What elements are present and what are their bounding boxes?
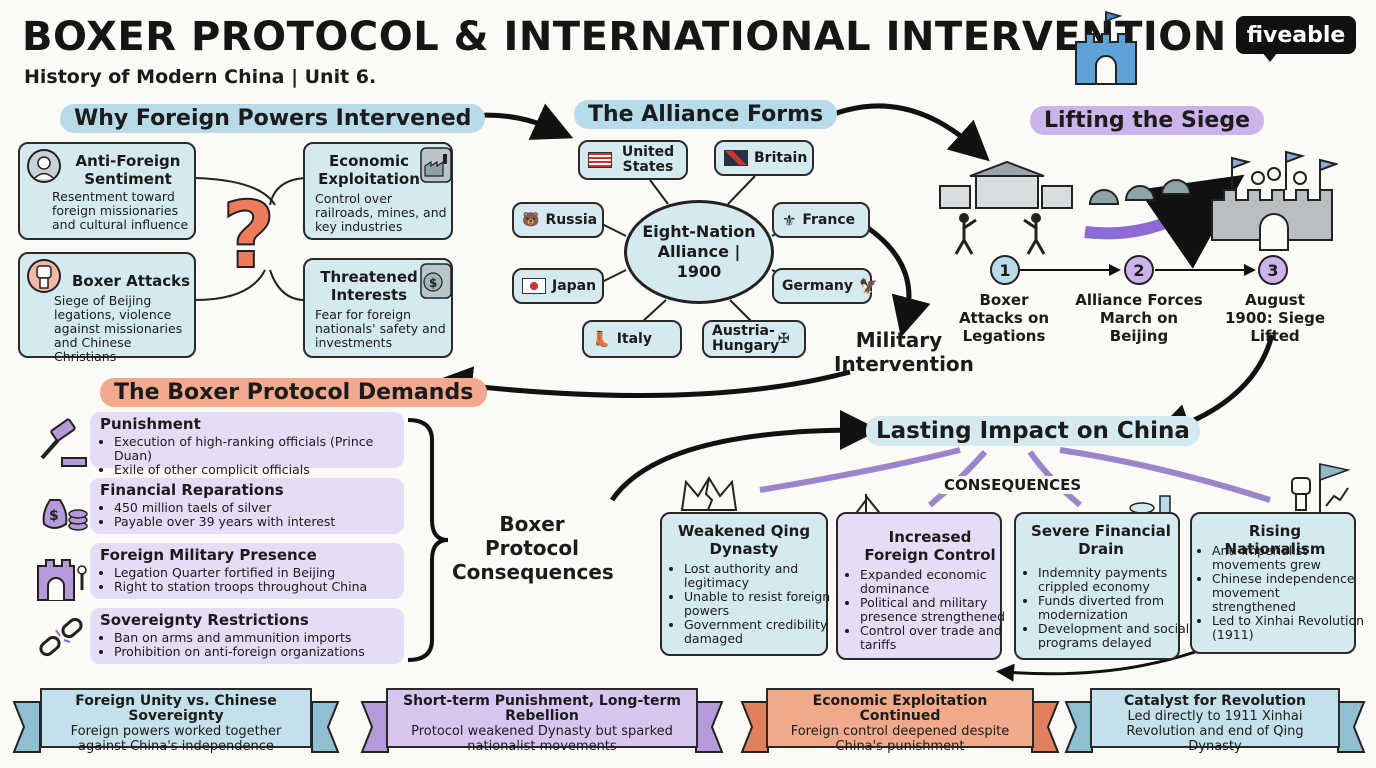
svg-text:$: $ (49, 508, 59, 524)
us-flag-icon (588, 152, 612, 168)
protocol-consequences-label: Boxer Protocol Consequences (452, 512, 614, 584)
logo-tail (1262, 52, 1278, 62)
arrow-consequences-to-impact (609, 410, 880, 502)
eight-nation-alliance-circle: Eight-Nation Alliance | 1900 (624, 200, 774, 304)
fiveable-logo: fiveable (1236, 16, 1356, 54)
banner-foreign-unity: Foreign Unity vs. Chinese Sovereignty Fo… (40, 688, 312, 754)
nation-austria-hungary: Austria-Hungary ✠ (702, 320, 806, 358)
svg-text:$: $ (429, 276, 437, 290)
why-card-threatened: $ Threatened Interests Fear for foreign … (303, 258, 453, 358)
nation-italy: 👢 Italy (582, 320, 682, 358)
castle-icon (1075, 11, 1137, 85)
nation-japan: Japan (512, 268, 604, 304)
military-intervention-label: Military Intervention (834, 328, 974, 376)
why-card-economic: Economic Exploitation Control over railr… (303, 142, 453, 240)
impact-card-nationalism: Rising Nationalism Anti-imperialist move… (1190, 512, 1364, 654)
arrow-alliance-to-siege (813, 103, 990, 162)
fleur-de-lis-icon: ⚜ (782, 210, 797, 230)
banner-short-term-punishment: Short-term Punishment, Long-term Rebelli… (386, 688, 698, 754)
consequences-label: CONSEQUENCES (940, 476, 1086, 494)
alliance-heading: The Alliance Forms (574, 100, 838, 129)
nation-russia: 🐻 Russia (512, 202, 604, 238)
step-2-circle: 2 (1124, 255, 1154, 285)
step-1-circle: 1 (990, 255, 1020, 285)
italy-map-icon: 👢 (592, 329, 611, 348)
japan-flag-icon (522, 278, 546, 294)
why-card-anti-foreign: Anti-Foreign Sentiment Resentment toward… (18, 142, 196, 240)
siege-heading: Lifting the Siege (1030, 106, 1264, 135)
why-heading: Why Foreign Powers Intervened (60, 104, 486, 133)
impact-card-weakened-qing: Weakened Qing Dynasty Lost authority and… (660, 512, 830, 656)
question-mark-glyph: ? (221, 182, 276, 289)
raised-fist-icon (27, 259, 61, 293)
impact-heading: Lasting Impact on China (866, 416, 1200, 446)
nation-france: ⚜ France (772, 202, 870, 238)
nation-britain: Britain (714, 140, 814, 176)
uk-flag-icon (724, 150, 748, 166)
demands-heading: The Boxer Protocol Demands (100, 378, 488, 407)
impact-card-foreign-control: Increased Foreign Control Expanded econo… (836, 512, 1005, 660)
step-2-text: Alliance Forces March on Beijing (1075, 291, 1203, 345)
banner-catalyst-revolution: Catalyst for Revolution Led directly to … (1090, 688, 1340, 754)
page-subtitle: History of Modern China | Unit 6. (24, 66, 377, 88)
demand-financial-reparations: Financial Reparations 450 million taels … (90, 478, 404, 534)
fist-flag-icon (1291, 463, 1351, 512)
impact-card-financial-drain: Severe Financial Drain Indemnity payment… (1014, 512, 1189, 660)
broken-chain-icon (39, 617, 83, 657)
arrow-alliance-to-military (866, 225, 931, 338)
banner-ribbon-ends (12, 701, 1366, 753)
guarded-gate-icon (37, 559, 87, 601)
soldier-helmets-icon (1088, 179, 1192, 205)
demand-sovereignty: Sovereignty Restrictions Ban on arms and… (90, 608, 404, 664)
nation-germany: Germany 🦅 (772, 268, 878, 304)
why-card-boxer-attacks: Boxer Attacks Siege of Beijing legations… (18, 252, 196, 364)
demand-punishment: Punishment Execution of high-ranking off… (90, 412, 404, 477)
gavel-icon (40, 418, 87, 467)
nation-united-states: United States (578, 140, 688, 180)
demand-foreign-military: Foreign Military Presence Legation Quart… (90, 543, 404, 599)
factory-icon (420, 147, 452, 183)
legation-buildings-icon (939, 160, 1073, 255)
step-3-text: August 1900: Siege Lifted (1225, 291, 1325, 345)
double-eagle-icon: ✠ (778, 330, 790, 347)
step-1-text: Boxer Attacks on Legations (958, 291, 1050, 345)
banner-economic-exploitation: Economic Exploitation Continued Foreign … (766, 688, 1034, 754)
money-shield-icon: $ (420, 263, 452, 299)
page-title: BOXER PROTOCOL & INTERNATIONAL INTERVENT… (22, 14, 1227, 60)
bear-icon: 🐻 (522, 211, 540, 228)
money-bag-icon: $ (42, 499, 88, 531)
broken-crown-icon (680, 476, 738, 511)
step-3-circle: 3 (1258, 255, 1288, 285)
fortress-victory-icon (1211, 150, 1338, 251)
arrow-military-to-demands (432, 366, 851, 407)
eagle-icon: 🦅 (859, 276, 878, 295)
face-icon (27, 149, 61, 183)
